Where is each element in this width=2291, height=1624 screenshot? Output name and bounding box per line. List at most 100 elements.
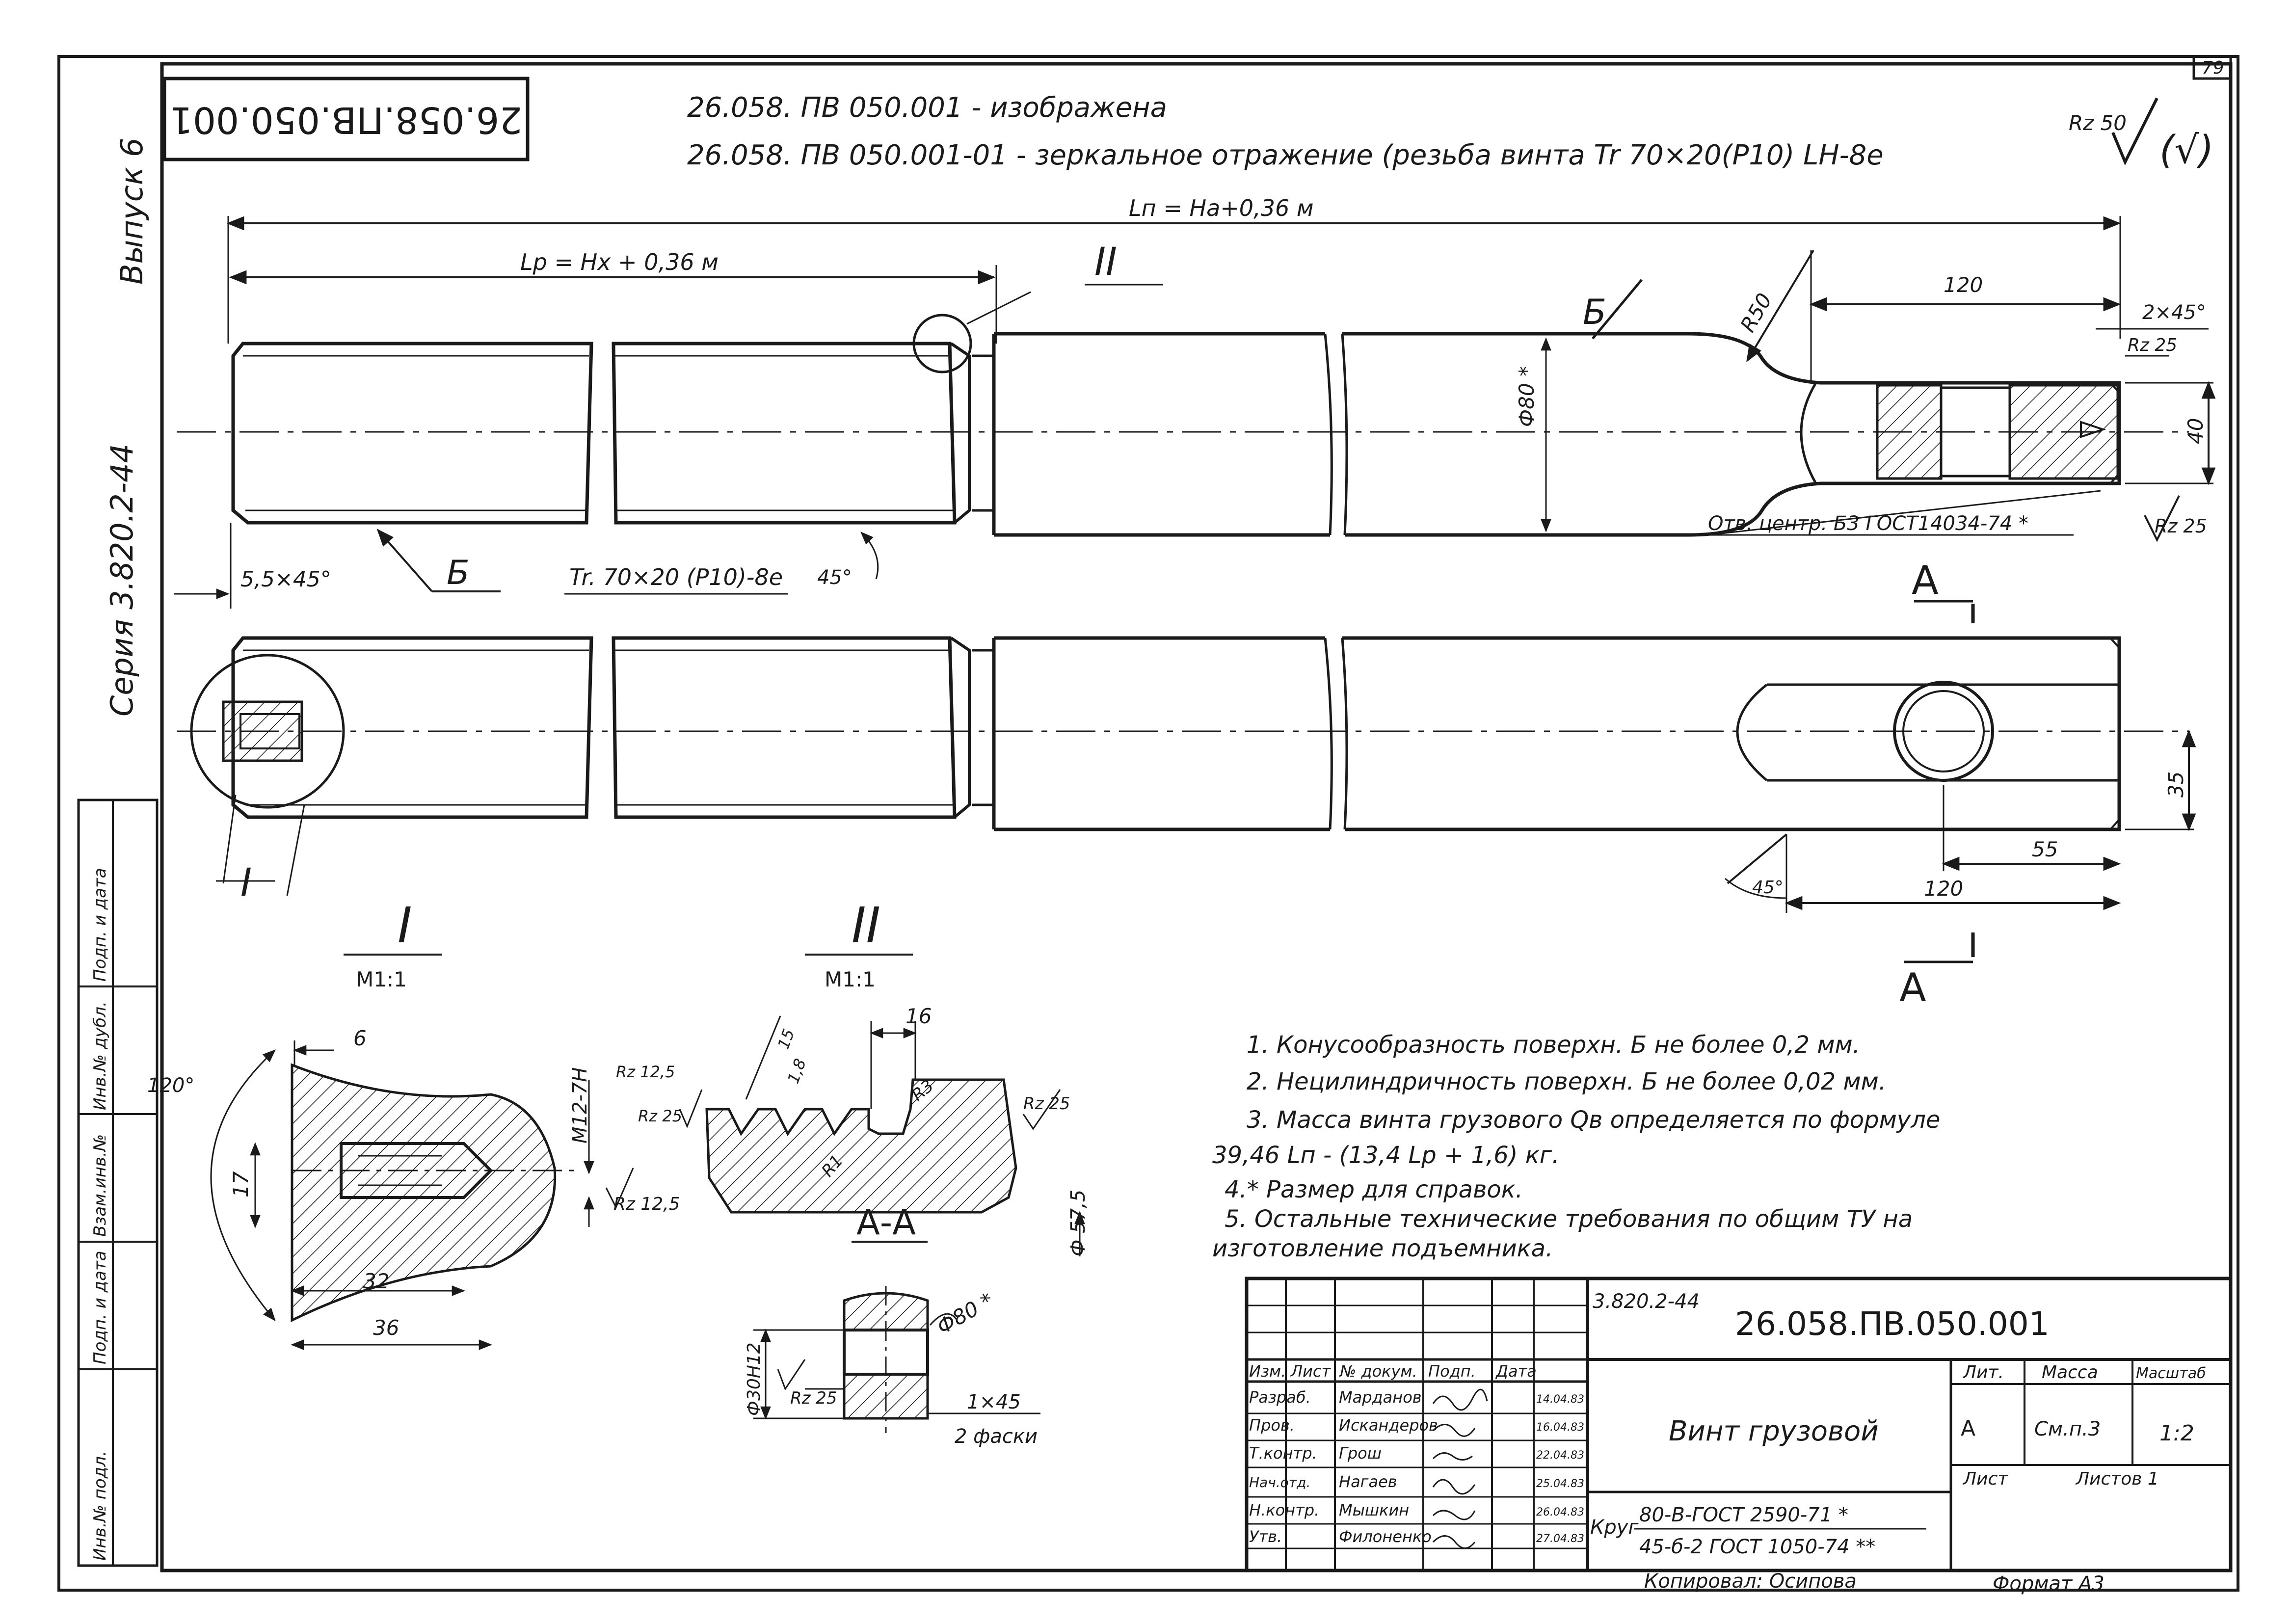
note-3-formula: 39,46 Lп - (13,4 Lр + 1,6) кг. (1212, 1142, 1559, 1169)
tb-head-podp: Подп. (1428, 1362, 1476, 1381)
dim-chamfer-55: 5,5×45° (240, 567, 331, 592)
mirrored-code-stamp: 26.058.ПВ.050.001 (162, 77, 530, 161)
rz25-end: Rz 25 (2128, 335, 2177, 355)
tb-role-1: Пров. (1249, 1416, 1295, 1435)
detail-ii-d16: 16 (906, 1004, 932, 1028)
detail-i-m12: М12-7Н (569, 1067, 591, 1144)
side-cell-inv-podl: Инв.№ подл. (90, 1451, 110, 1561)
roughness-symbol: Rz 50 (√) (2069, 97, 2214, 172)
side-cell-inv-dubl: Инв.№ дубл. (90, 1001, 110, 1110)
dim-35: 35 (2164, 772, 2188, 798)
svg-text:(√): (√) (2159, 128, 2214, 172)
tb-sheets-label: Листов 1 (2075, 1469, 2159, 1489)
tb-role-0: Разраб. (1249, 1388, 1311, 1407)
detail-i-rz125: Rz 12,5 (613, 1194, 680, 1214)
tb-sheet-label: Лист (1962, 1469, 2008, 1489)
detail-ii-rz25b: Rz 25 (1023, 1094, 1070, 1114)
header-line-2: 26.058. ПВ 050.001-01 - зеркальное отраж… (687, 139, 1884, 171)
tb-date-5: 27.04.83 (1536, 1533, 1584, 1545)
tb-head-dokum: № докум. (1339, 1362, 1417, 1381)
note-4: 4.* Размер для справок. (1225, 1176, 1523, 1203)
screw-main-view: Lп = Hа+0,36 м Lр = Hх + 0,36 м Ф80 (174, 195, 2216, 609)
tb-lit-value: А (1961, 1416, 1975, 1441)
dim-40: 40 (2184, 418, 2208, 444)
detail-ii-rz25a: Rz 25 (638, 1107, 682, 1125)
detail-i-angle: 120° (147, 1074, 194, 1097)
dim-r50: R50 (1735, 289, 1777, 336)
detail-i-scale: М1:1 (356, 967, 407, 991)
tb-date-4: 26.04.83 (1536, 1506, 1584, 1518)
surface-b-label: Б (447, 554, 470, 592)
section-a-top: А (1912, 558, 1939, 603)
dim-55: 55 (2032, 837, 2058, 861)
tb-material-prefix: Круг (1590, 1516, 1639, 1539)
technical-notes: 1. Конусообразность поверхн. Б не более … (1212, 1031, 1940, 1262)
dim-lp: Lр = Hх + 0,36 м (520, 249, 719, 275)
detail-ii: II М1:1 16 15 1,8 R3 Rz 12,5 Rz 25 Rz 25… (616, 897, 1090, 1256)
dim-ln: Lп = Hа+0,36 м (1129, 195, 1314, 221)
tb-name-2: Грош (1339, 1444, 1382, 1463)
svg-text:Rz 50: Rz 50 (2069, 111, 2127, 135)
tb-name-1: Искандеров (1339, 1416, 1438, 1435)
note-3: 3. Масса винта грузового Qв определяется… (1247, 1106, 1940, 1134)
note-5: 5. Остальные технические требования по о… (1225, 1205, 1913, 1233)
tb-name-3: Нагаев (1339, 1472, 1397, 1491)
dim-45-thread: 45° (817, 566, 852, 589)
section-aa-d30: Ф30Н12 (744, 1342, 764, 1416)
detail-ii-title: II (852, 897, 880, 954)
title-block: 3.820.2-44 26.058.ПВ.050.001 Изм. Лист №… (1245, 1277, 2233, 1572)
tb-head-list: Лист (1290, 1362, 1331, 1381)
signatures (1432, 1388, 1488, 1549)
header-line-1: 26.058. ПВ 050.001 - изображена (687, 92, 1167, 124)
tb-scale-value: 1:2 (2159, 1421, 2194, 1446)
tb-mass-value: См.п.3 (2034, 1418, 2101, 1440)
drawing-frame: 79 (57, 55, 2239, 1592)
side-labels: Выпуск 6 Серия 3.820.2-44 (104, 138, 150, 717)
detail-i: I М1:1 120° 6 17 М12-7Н Rz 12,5 32 36 (147, 897, 680, 1350)
stamp-code-text: 26.058.ПВ.050.001 (170, 99, 522, 141)
center-hole-note: Отв. центр. Б3 ГОСТ14034-74 * (1708, 512, 2028, 535)
tb-mass-label: Масса (2042, 1362, 2098, 1383)
dim-120-bottom: 120 (1924, 877, 1963, 901)
tb-role-3: Нач.отд. (1249, 1474, 1310, 1491)
side-cell-vzam: Взам.инв.№ (90, 1134, 110, 1237)
tb-scale-label: Масштаб (2136, 1365, 2206, 1382)
view-i-marker: I (240, 861, 252, 905)
tb-role-5: Утв. (1249, 1527, 1282, 1546)
section-aa-chamfer-note: 2 фаски (955, 1425, 1038, 1448)
tb-name-4: Мышкин (1339, 1501, 1409, 1519)
tb-name-5: Филоненко (1339, 1527, 1432, 1546)
tb-code: 26.058.ПВ.050.001 (1735, 1305, 2050, 1343)
seriya-label: Серия 3.820.2-44 (104, 444, 140, 717)
detail-i-title: I (398, 897, 412, 954)
tb-name-0: Марданов (1339, 1388, 1422, 1407)
feature-b-mark: Б (1583, 292, 1606, 332)
tb-head-data: Дата (1495, 1362, 1537, 1381)
tb-product-name: Винт грузовой (1669, 1415, 1879, 1447)
section-aa-detail: Ф30Н12 Rz 25 Ф80 * 1×45 2 фаски (744, 1286, 1040, 1448)
side-cell-podp-2: Подп. и дата (90, 868, 110, 982)
detail-i-d6: 6 (353, 1026, 367, 1050)
view-ii-marker: II (1094, 240, 1117, 284)
side-stamp-table: Инв.№ подл. Подп. и дата Взам.инв.№ Инв.… (77, 799, 159, 1567)
tb-material-1: 80-В-ГОСТ 2590-71 * (1639, 1504, 1848, 1526)
screw-plan-view: I 35 55 120 45° А А (177, 558, 2196, 1011)
tb-date-2: 22.04.83 (1536, 1449, 1584, 1462)
tb-lit-label: Лит. (1962, 1362, 2004, 1383)
note-5-cont: изготовление подъемника. (1212, 1235, 1553, 1262)
thread-spec: Tr. 70×20 (P10)-8e (569, 564, 783, 590)
detail-i-d32: 32 (363, 1269, 389, 1293)
tb-head-izm: Изм. (1249, 1362, 1286, 1381)
section-a-bottom: А (1899, 965, 1926, 1011)
detail-ii-d15: 15 (774, 1026, 799, 1051)
dim-d80: Ф80 * (1515, 366, 1539, 427)
tb-role-2: Т.контр. (1249, 1444, 1317, 1463)
detail-i-d36: 36 (373, 1316, 399, 1340)
vypusk-label: Выпуск 6 (114, 138, 150, 285)
tb-date-3: 25.04.83 (1536, 1478, 1584, 1490)
detail-ii-d575: Ф 57,5 (1067, 1190, 1090, 1256)
section-aa-title: А-А (856, 1202, 916, 1243)
section-aa-rz25: Rz 25 (790, 1388, 837, 1408)
detail-ii-scale: М1:1 (825, 967, 876, 991)
section-aa-d80: Ф80 * (933, 1288, 998, 1339)
